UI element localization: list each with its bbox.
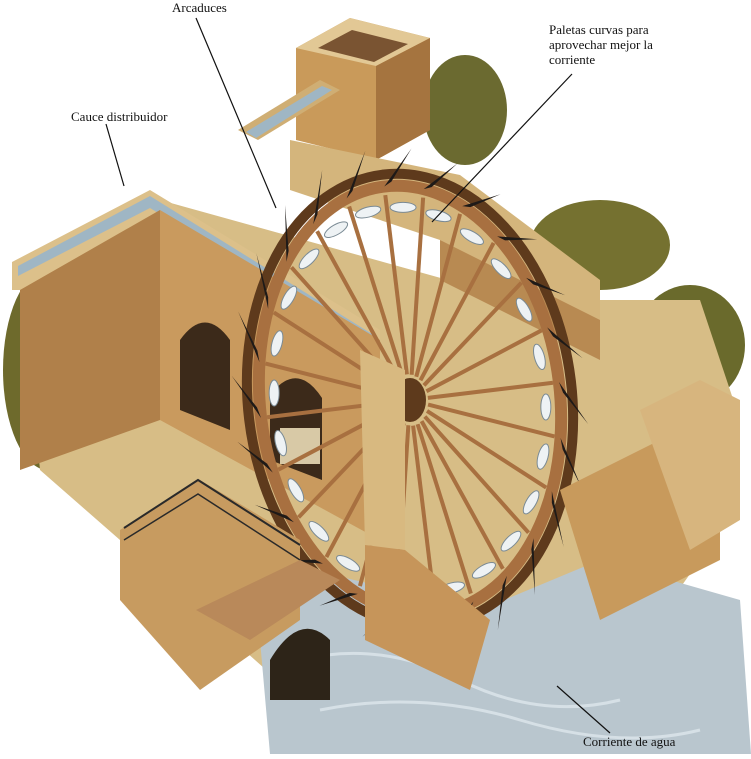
paddle: [558, 382, 589, 425]
paddle: [560, 437, 582, 489]
leader-lines: [105, 17, 611, 734]
paddle: [497, 236, 538, 241]
bucket: [270, 330, 284, 357]
bucket: [336, 555, 361, 572]
wheel-spoke: [347, 205, 405, 377]
wheel-spoke: [315, 230, 401, 380]
bucket: [355, 205, 382, 219]
bucket: [324, 221, 349, 238]
wheel-spoke: [422, 281, 523, 387]
front-pillar: [360, 350, 490, 690]
wheel-spoke: [409, 197, 426, 375]
label-cauce-distribuidor: Cauce distribuidor: [71, 109, 168, 124]
bucket: [459, 228, 484, 245]
paddle: [551, 491, 564, 547]
label-arcaduces: Arcaduces: [172, 0, 227, 15]
bucket: [515, 297, 533, 322]
paddle: [238, 311, 260, 363]
bucket: [280, 285, 298, 310]
wheel-spoke: [423, 415, 531, 535]
paddle: [526, 277, 566, 296]
paddle: [319, 592, 358, 606]
bucket: [389, 201, 417, 213]
wheel-spoke: [415, 423, 473, 595]
paddle: [285, 204, 289, 262]
paddle: [497, 575, 507, 631]
wheel-spoke: [383, 194, 409, 375]
paddle: [384, 148, 412, 187]
bucket: [500, 530, 522, 552]
bucket: [522, 490, 540, 515]
wheel-spoke: [427, 402, 555, 439]
paddle: [346, 150, 366, 199]
bucket: [287, 478, 305, 503]
wheel-spoke: [418, 241, 496, 382]
paddle: [423, 163, 458, 190]
wheel-spoke: [427, 380, 554, 400]
upper-channel: [238, 80, 340, 140]
bucket: [536, 443, 550, 470]
wheel-spoke: [425, 409, 548, 490]
paddle: [531, 538, 535, 596]
label-paletas: Paletas curvas para aprovechar mejor la …: [549, 22, 653, 67]
bucket: [471, 562, 496, 579]
tower: [296, 18, 430, 160]
paddle: [313, 169, 323, 225]
bucket: [274, 430, 287, 457]
bucket: [268, 379, 280, 407]
bucket: [298, 248, 320, 270]
wheel-spoke: [414, 213, 463, 378]
paddle: [256, 253, 269, 309]
bucket: [308, 520, 330, 542]
wheel-spoke: [425, 328, 543, 394]
right-walls: [560, 380, 740, 620]
bucket: [533, 343, 546, 370]
lower-stairs: [120, 478, 340, 700]
label-corriente-de-agua: Corriente de agua: [583, 734, 676, 749]
bucket: [540, 393, 552, 421]
paddle: [462, 194, 501, 208]
paddle: [231, 375, 262, 418]
paddle: [547, 327, 583, 359]
paddle: [237, 441, 273, 473]
paddle: [254, 504, 294, 523]
bucket: [490, 258, 512, 280]
wheel-spoke: [419, 420, 505, 570]
